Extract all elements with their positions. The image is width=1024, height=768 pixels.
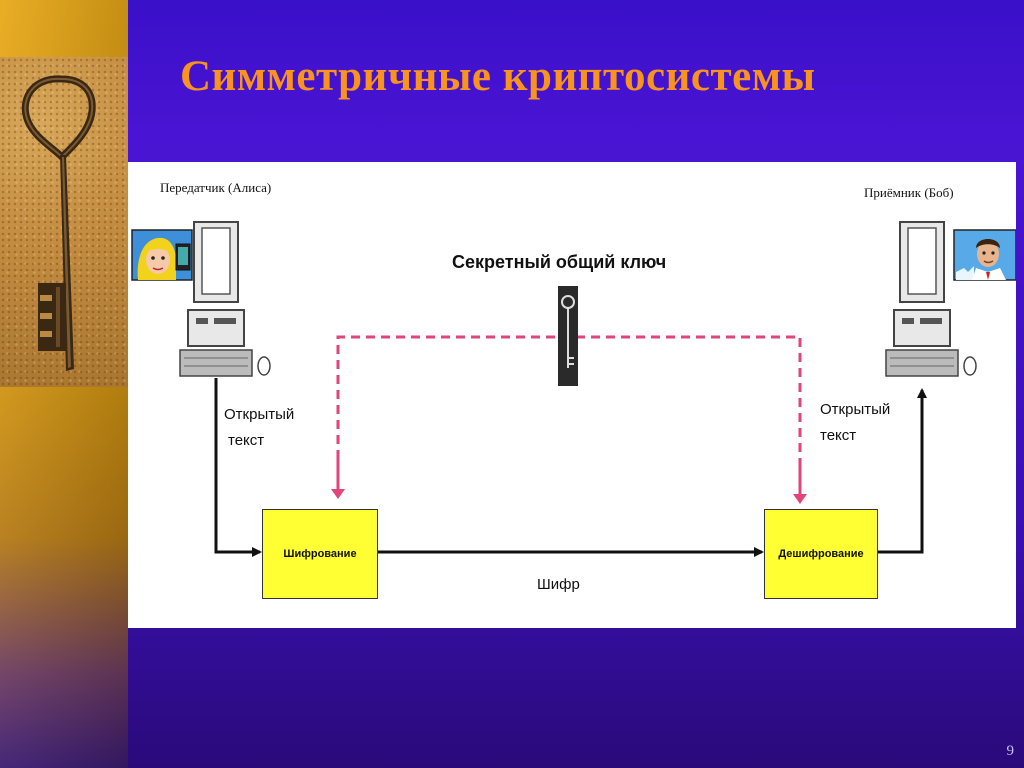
slide-title: Симметричные криптосистемы <box>180 53 816 100</box>
page-number: 9 <box>1006 743 1015 759</box>
alice-avatar <box>131 229 193 281</box>
sender-label: Передатчик (Алиса) <box>160 180 272 195</box>
plaintext-right-line1: Открытый <box>820 401 891 418</box>
receiver-label: Приёмник (Боб) <box>864 185 954 200</box>
encrypt-box: Шифрование <box>262 509 378 599</box>
plaintext-left-line2: текст <box>228 432 265 449</box>
key-photo <box>0 57 128 387</box>
diagram-panel: Передатчик (Алиса) Приёмник (Боб) Секрет… <box>128 162 1016 628</box>
secret-key-label: Секретный общий ключ <box>452 252 667 272</box>
receiver-computer-icon <box>885 221 977 377</box>
bob-avatar <box>953 229 1016 281</box>
plaintext-left-line1: Открытый <box>224 406 295 423</box>
key-icon <box>558 286 578 386</box>
cipher-label: Шифр <box>537 576 580 593</box>
decrypt-box: Дешифрование <box>764 509 878 599</box>
plaintext-flow-in <box>214 378 262 557</box>
plaintext-flow-out <box>878 388 927 554</box>
sender-computer-icon <box>179 221 271 377</box>
plaintext-right-line2: текст <box>820 427 857 444</box>
old-key-icon <box>21 75 96 371</box>
